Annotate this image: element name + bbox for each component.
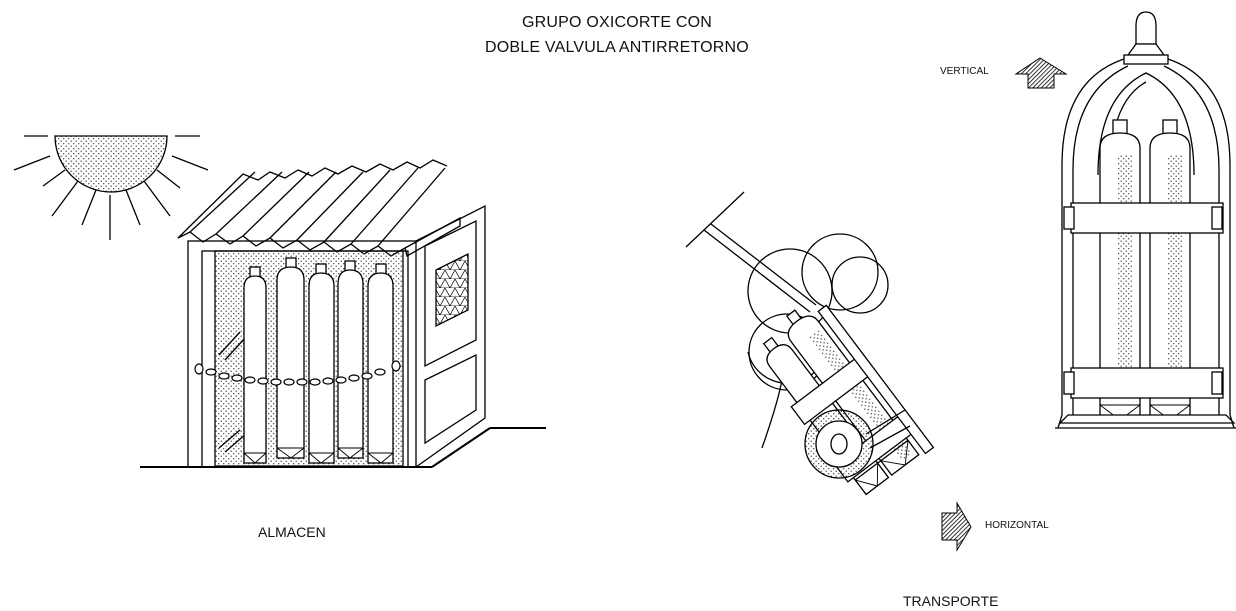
safety-chain [194,360,401,386]
vertical-cylinder-cart [1061,11,1231,415]
title-line-2: DOBLE VALVULA ANTIRRETORNO [485,39,749,56]
title-line-1: GRUPO OXICORTE CON [522,14,712,31]
label-almacen: ALMACEN [258,524,326,540]
vertical-cylinders [1055,119,1236,429]
gas-cylinders-stored [243,257,394,464]
diagram-title: GRUPO OXICORTE CON DOBLE VALVULA ANTIRRE… [0,10,1236,60]
sun-icon [13,135,209,240]
label-horizontal: HORIZONTAL [985,520,1049,531]
arrow-up-icon [1014,57,1068,89]
label-transporte: TRANSPORTE [903,593,999,609]
trolley-wheel [804,409,911,479]
label-vertical: VERTICAL [940,66,989,77]
arrow-right-icon [941,501,972,552]
